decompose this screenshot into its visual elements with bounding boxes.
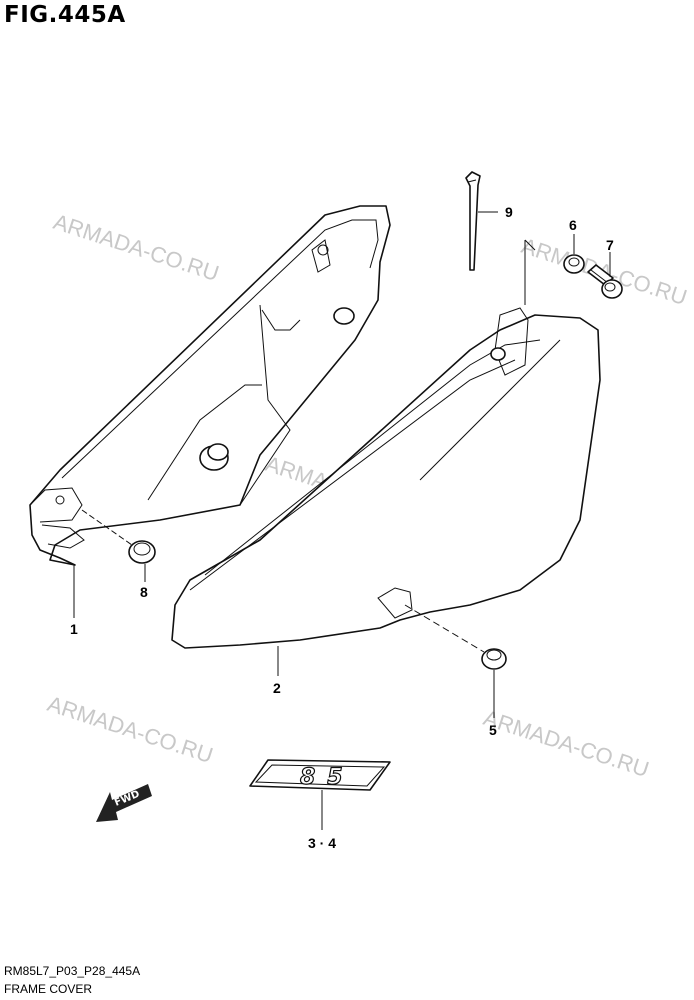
figure-title: FIG.445A [4,2,126,28]
callout-7: 7 [606,237,614,253]
watermark-5: ARMADA-CO.RU [480,705,652,782]
callout-9: 9 [505,204,513,220]
footer-drawing-name: FRAME COVER [4,982,93,996]
grommet [128,540,156,564]
callout-5: 5 [489,722,497,738]
washer [563,254,585,274]
bolt [587,264,623,299]
watermark-1: ARMADA-CO.RU [50,209,222,286]
callout-2: 2 [273,680,281,696]
cable-tie [465,171,481,271]
footer-drawing-code: RM85L7_P03_P28_445A [4,964,141,978]
callout-3-4: 3 · 4 [308,835,336,851]
decal-85: 85 [249,759,391,791]
callout-1: 1 [70,621,78,637]
frame-cover-right [171,239,601,649]
callout-6: 6 [569,217,577,233]
decal-text: 85 [300,765,355,790]
callout-8: 8 [140,584,148,600]
frame-cover-left [29,205,391,566]
watermark-4: ARMADA-CO.RU [44,691,216,768]
fwd-arrow: FWD [96,784,152,822]
screw [481,648,507,670]
